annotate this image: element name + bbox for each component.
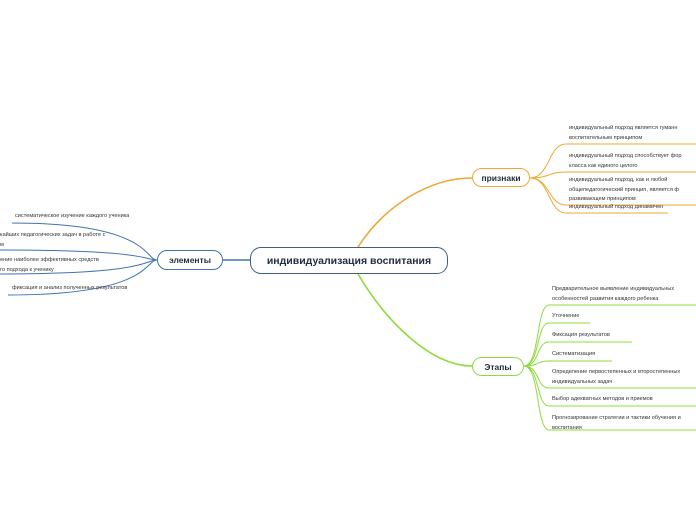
sign-leaf-4[interactable]: индивидуальный подход динамичен <box>569 203 696 213</box>
leaf-text: особенностей развития каждого ребенка <box>552 295 659 302</box>
stage-leaf-2[interactable]: Уточнение <box>552 312 579 322</box>
connector-sign-2 <box>529 171 696 179</box>
leaf-text: общепедагогический принцип, является ф <box>569 186 680 193</box>
connector-element-2 <box>0 249 158 261</box>
element-leaf-2[interactable]: кайших педагогических задач в работе с м <box>0 231 105 250</box>
branch-stages[interactable]: Этапы <box>472 357 524 376</box>
connector-element-4 <box>7 259 158 296</box>
leaf-text: систематическое изучение каждого ученика <box>15 213 130 219</box>
connector-sign-4 <box>529 177 668 214</box>
connector-stage-1 <box>523 304 696 367</box>
leaf-text: Выбор адекватных методов и приемов <box>552 396 653 402</box>
leaf-text: класса как единого целого <box>569 162 638 169</box>
element-leaf-4[interactable]: фиксация и анализ полученных результатов <box>12 284 127 294</box>
connector-element-3 <box>0 259 158 275</box>
leaf-text: кайших педагогических задач в работе с <box>0 232 106 238</box>
stage-leaf-5[interactable]: Определение первостепенных и второстепен… <box>552 368 696 387</box>
sign-leaf-1[interactable]: индивидуальный подход является гуманн во… <box>569 124 696 143</box>
leaf-text: индивидуальный подход является гуманн <box>569 125 678 131</box>
leaf-text: го подхода к ученику <box>0 266 54 273</box>
stage-leaf-6[interactable]: Выбор адекватных методов и приемов <box>552 395 696 405</box>
leaf-text: Прогнозирование стратегии и тактики обуч… <box>552 415 681 421</box>
element-leaf-3[interactable]: ение наиболее эффективных средств го под… <box>0 256 99 275</box>
stage-leaf-3[interactable]: Фиксация результатов <box>552 331 610 341</box>
stage-leaf-7[interactable]: Прогнозирование стратегии и тактики обуч… <box>552 414 696 433</box>
element-leaf-1[interactable]: систематическое изучение каждого ученика <box>15 212 129 222</box>
connector-sign-1 <box>529 143 696 179</box>
leaf-text: индивидуальных задач <box>552 378 613 385</box>
leaf-text: индивидуальный подход, как и любой <box>569 177 668 183</box>
stage-leaf-1[interactable]: Предварительное выявление индивидуальных… <box>552 285 696 304</box>
leaf-text: фиксация и анализ полученных результатов <box>12 285 128 291</box>
branch-signs[interactable]: признаки <box>472 168 530 187</box>
leaf-text: воспитательным принципом <box>569 134 643 141</box>
connector-stage-3 <box>523 341 632 367</box>
leaf-text: Уточнение <box>552 313 580 319</box>
leaf-text: Определение первостепенных и второстепен… <box>552 369 681 375</box>
connector-central-to-stages <box>357 273 473 367</box>
connector-stage-4 <box>523 360 612 367</box>
leaf-text: м <box>0 241 4 248</box>
sign-leaf-2[interactable]: индивидуальный подход способствует фор к… <box>569 152 696 171</box>
leaf-text: воспитания <box>552 424 582 431</box>
connector-central-to-signs <box>357 177 473 248</box>
branch-elements[interactable]: элементы <box>157 250 223 270</box>
connector-stage-2 <box>523 322 590 367</box>
stage-leaf-4[interactable]: Систематизация <box>552 350 595 360</box>
connector-element-1 <box>11 222 158 261</box>
leaf-text: Предварительное выявление индивидуальных <box>552 286 675 292</box>
leaf-text: развивающем принципом <box>569 196 636 202</box>
leaf-text: Систематизация <box>552 351 596 357</box>
leaf-text: Фиксация результатов <box>552 332 610 338</box>
sign-leaf-3[interactable]: индивидуальный подход, как и любой общеп… <box>569 176 696 205</box>
leaf-text: индивидуальный подход способствует фор <box>569 153 682 159</box>
central-topic[interactable]: индивидуализация воспитания <box>250 247 448 274</box>
connector-stage-7 <box>523 365 696 431</box>
leaf-text: ение наиболее эффективных средств <box>0 257 99 263</box>
connector-stage-6 <box>523 365 696 407</box>
leaf-text: индивидуальный подход динамичен <box>569 204 664 210</box>
